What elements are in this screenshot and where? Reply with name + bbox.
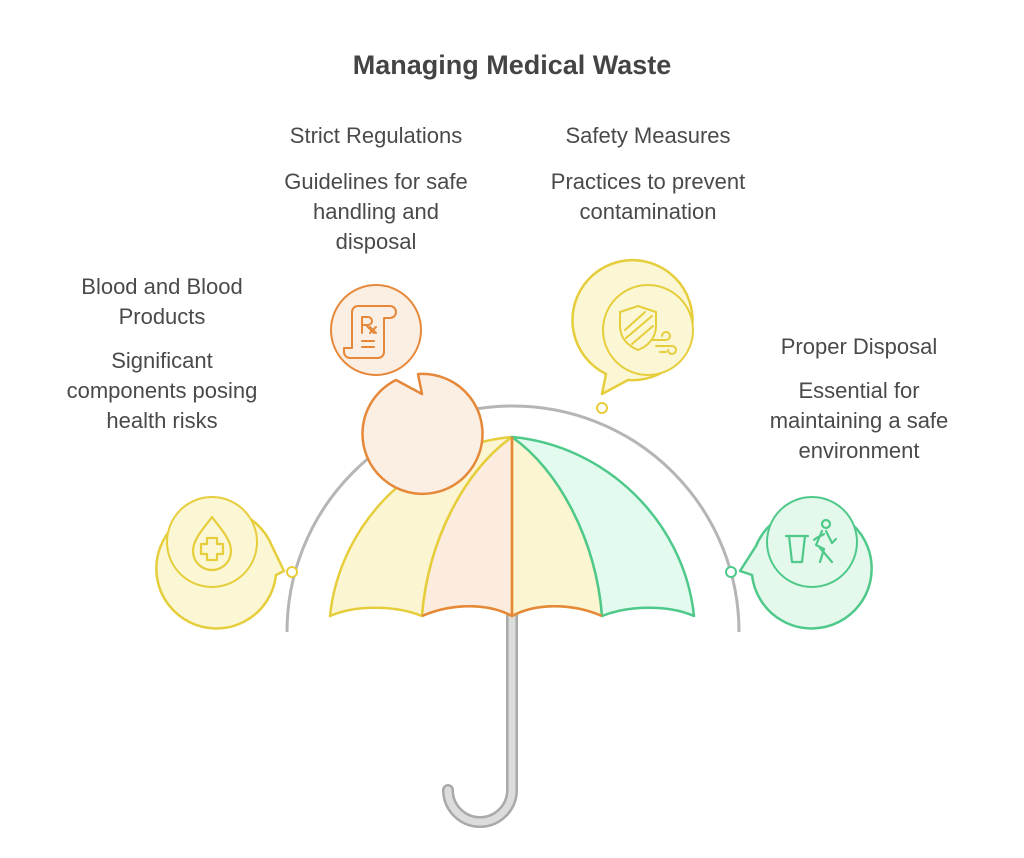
proper-disposal-description: Essential for maintaining a safe environ… [769,378,949,463]
blood-products-description: Significant components posing health ris… [66,348,258,433]
canopy-panel-right [510,435,696,618]
proper-disposal-text: Proper Disposal Essential for maintainin… [754,332,964,466]
blood-products-heading: Blood and Blood Products [81,274,243,329]
blood-products-connector-dot [286,566,298,578]
strict-regulations-description: Guidelines for safe handling and disposa… [284,169,468,254]
proper-disposal-connector-dot [725,566,737,578]
proper-disposal-badge [738,496,873,630]
safety-measures-badge [571,258,694,396]
umbrella-handle [442,606,518,828]
strict-regulations-text: Strict Regulations Guidelines for safe h… [272,121,480,257]
proper-disposal-heading: Proper Disposal [780,334,938,359]
prescription-scroll-icon [343,305,397,359]
blood-products-badge [155,496,286,630]
diagram-title: Managing Medical Waste [352,50,672,80]
strict-regulations-badge [330,284,484,496]
blood-drop-icon [191,515,233,572]
shield-wind-icon [619,305,677,355]
umbrella-canopy [328,435,696,618]
safety-measures-text: Safety Measures Practices to prevent con… [546,121,750,227]
outer-arc [285,404,741,633]
safety-measures-connector-dot [596,402,608,414]
trash-disposal-icon [784,518,838,564]
strict-regulations-heading: Strict Regulations [289,123,463,148]
safety-measures-heading: Safety Measures [565,123,731,148]
blood-products-text: Blood and Blood Products Significant com… [60,272,264,436]
safety-measures-description: Practices to prevent contamination [550,169,746,224]
